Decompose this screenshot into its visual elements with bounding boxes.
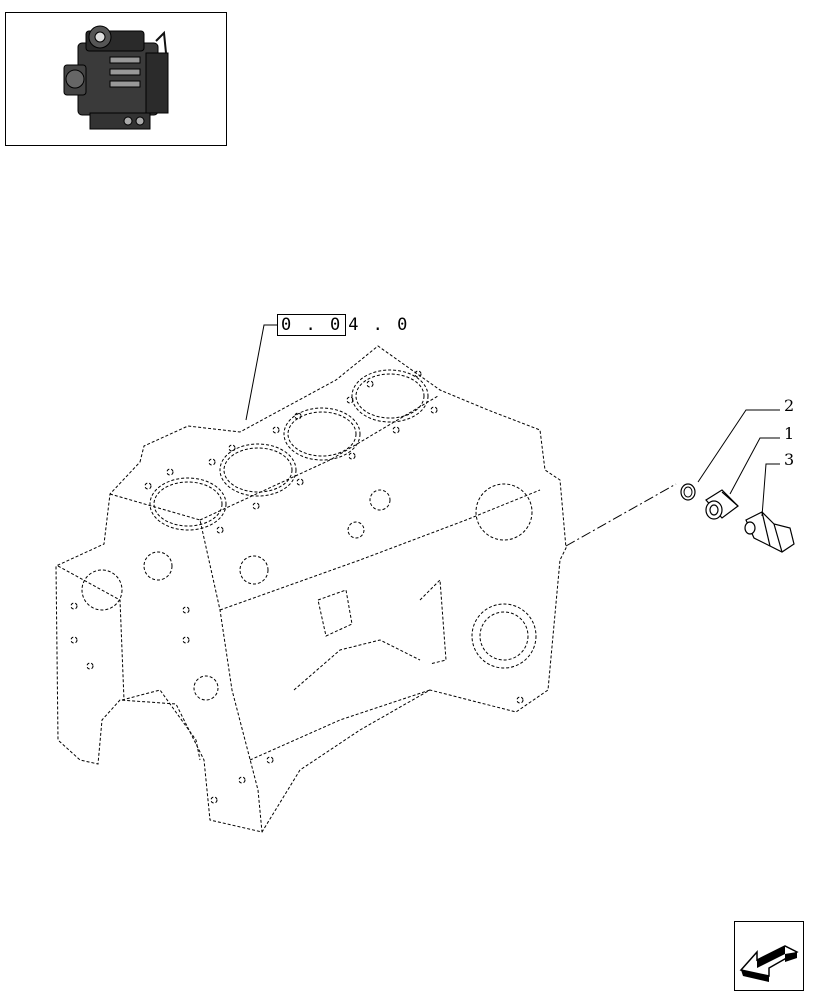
callout-leaders [697,409,780,517]
installation-axis-line [565,483,677,547]
reference-rest-part: 4 . 0 [348,315,410,335]
reference-label[interactable]: 0 . 0 4 . 0 [277,314,409,336]
callout-1: 1 [784,424,795,443]
callout-3: 3 [784,450,795,469]
part-2-seal-ring [680,483,696,501]
engine-block-outline [55,345,567,833]
reference-leader-line [245,324,277,421]
previous-page-button[interactable] [734,921,804,991]
part-1-adapter [705,489,739,520]
engine-thumbnail-frame [5,12,227,146]
callout-2: 2 [784,396,795,415]
part-3-sensor [744,511,795,553]
reference-boxed-part: 0 . 0 [277,314,347,336]
engine-thumbnail-icon [63,25,169,130]
previous-page-arrow-icon [739,945,799,982]
